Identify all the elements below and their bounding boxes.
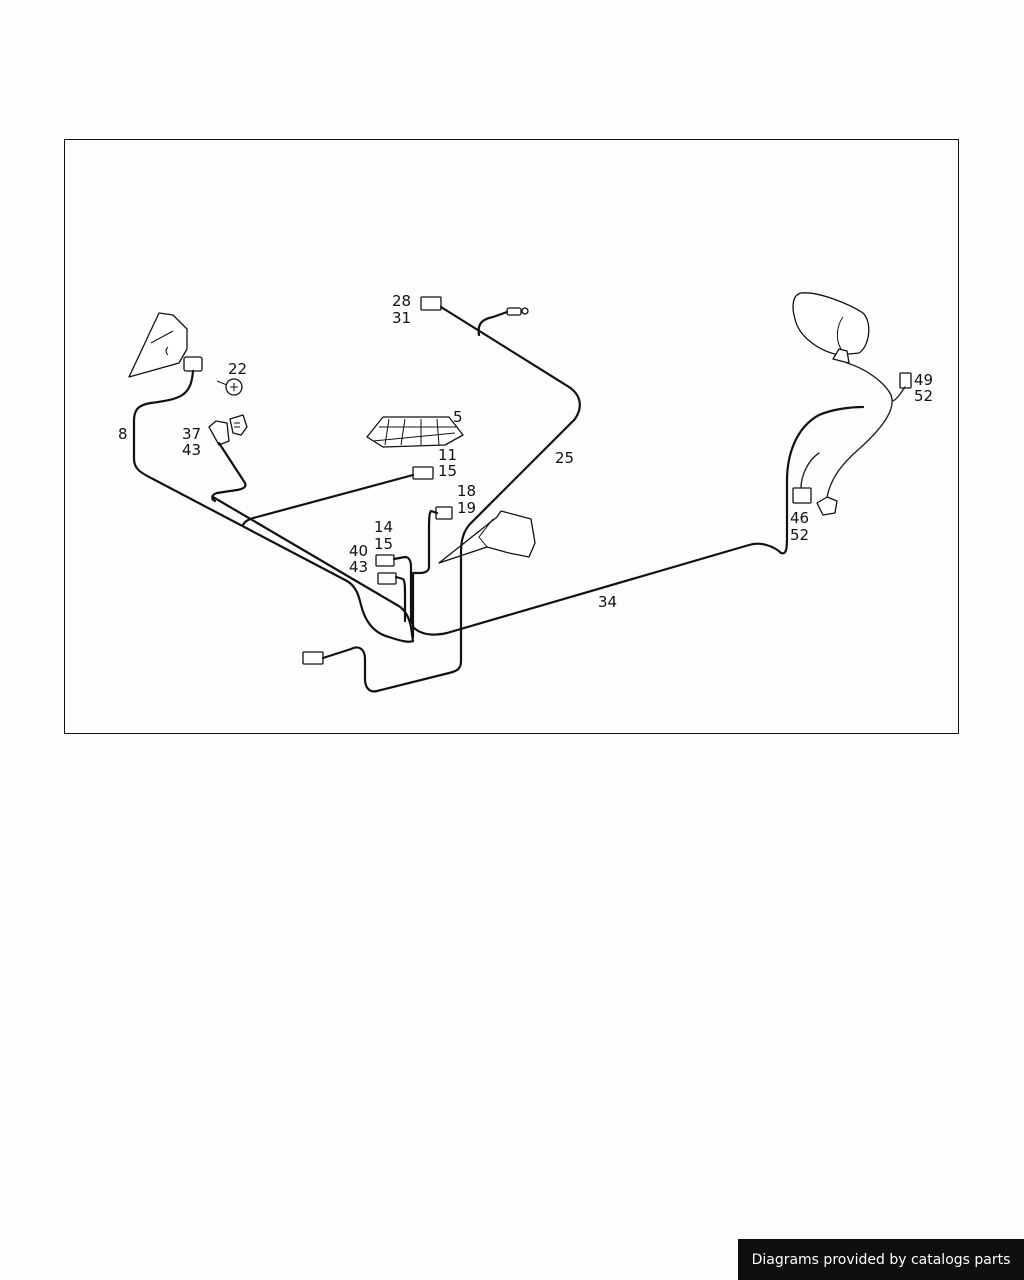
- wire-25: [321, 305, 581, 693]
- wire-18: [411, 509, 439, 639]
- callout-18: 18: [457, 482, 476, 500]
- connector-46-icon: [792, 487, 812, 504]
- callout-43-b: 43: [349, 558, 368, 576]
- component-5-icon: [366, 416, 464, 448]
- callout-49: 49: [914, 371, 933, 389]
- callout-15-b: 15: [374, 535, 393, 553]
- bulb-holder-icon: [816, 496, 838, 516]
- wire-37: [211, 441, 247, 503]
- callout-25: 25: [555, 449, 574, 467]
- wire-34: [411, 405, 865, 636]
- connector-14-icon: [375, 554, 395, 567]
- connector-18-icon: [435, 506, 453, 520]
- wire-14: [392, 555, 413, 625]
- switch-37-icon: [208, 414, 248, 446]
- right-mirror-icon: [438, 510, 536, 564]
- bottom-connector-icon: [302, 651, 324, 665]
- footer-credit-text: Diagrams provided by catalogs parts: [751, 1251, 1011, 1268]
- wire-49-b: [892, 386, 906, 402]
- connector-11-icon: [412, 466, 434, 480]
- wire-49: [826, 362, 893, 498]
- wire-trunk: [211, 495, 415, 643]
- callout-22: 22: [228, 360, 247, 378]
- callout-5: 5: [453, 408, 463, 426]
- wire-40: [394, 575, 407, 623]
- callout-31: 31: [392, 309, 411, 327]
- footer-credit: Diagrams provided by catalogs parts: [738, 1239, 1024, 1280]
- callout-52: 52: [914, 387, 933, 405]
- callout-15: 15: [438, 462, 457, 480]
- callout-19: 19: [457, 499, 476, 517]
- ring-terminal-icon: [506, 307, 529, 316]
- left-mirror-icon: [128, 312, 188, 378]
- callout-52-b: 52: [790, 526, 809, 544]
- callout-37: 37: [182, 425, 201, 443]
- callout-8: 8: [118, 425, 128, 443]
- diagram-frame: 8 22 37 43 5 11 15 28 31 25 18 19 14 15 …: [64, 139, 959, 734]
- connector-28-icon: [420, 296, 442, 311]
- connector-40-icon: [377, 572, 397, 585]
- callout-11: 11: [438, 446, 457, 464]
- wiring-harness-diagram: 8 22 37 43 5 11 15 28 31 25 18 19 14 15 …: [118, 292, 933, 693]
- callout-28: 28: [392, 292, 411, 310]
- screw-icon: [216, 378, 243, 396]
- callout-14: 14: [374, 518, 393, 536]
- callout-46: 46: [790, 509, 809, 527]
- wire-8: [132, 369, 415, 643]
- callout-34: 34: [598, 593, 617, 611]
- left-mirror-connector-icon: [183, 356, 203, 372]
- connector-49-icon: [899, 372, 912, 389]
- callout-43: 43: [182, 441, 201, 459]
- rear-unit-icon: [792, 292, 870, 364]
- wire-46: [800, 452, 820, 489]
- wire-11: [241, 473, 415, 527]
- wire-31: [477, 310, 509, 337]
- callout-40: 40: [349, 542, 368, 560]
